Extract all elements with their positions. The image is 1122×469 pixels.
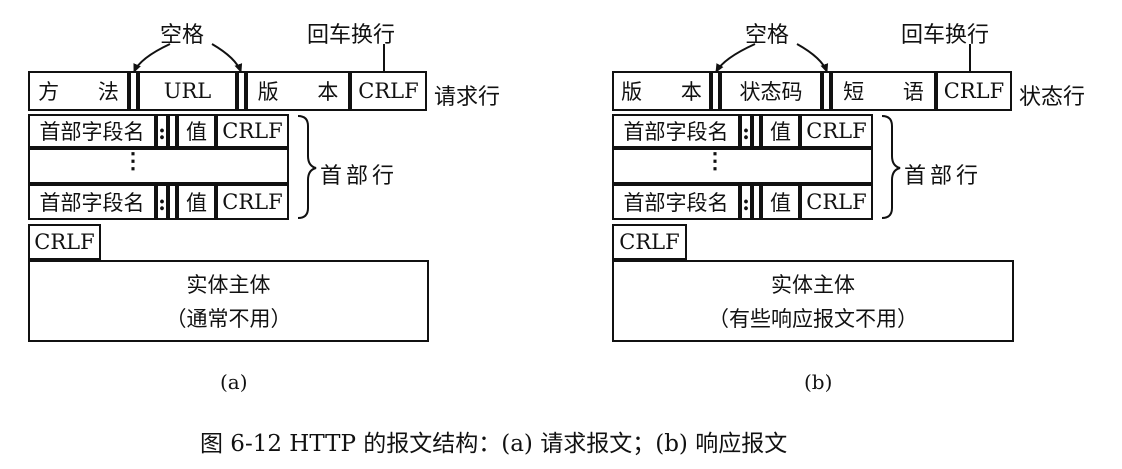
request-header-brace [297, 115, 317, 219]
response-header-crlf-1-text: CRLF [806, 119, 867, 143]
response-header-colon-n-text: : [742, 189, 750, 215]
response-blank-crlf: CRLF [612, 224, 687, 260]
request-field-method: 方 法 [28, 71, 129, 111]
request-space-label: 空格 [160, 23, 205, 48]
response-header-label: 首部行 [904, 164, 983, 189]
response-field-version: 版 本 [612, 71, 711, 111]
response-header-colon-n: : [740, 184, 752, 220]
response-header-name-n: 首部字段名 [612, 184, 740, 220]
request-header-ellipsis: ⋮ [122, 148, 144, 174]
response-field-crlf: CRLF [936, 71, 1012, 111]
response-header-ellipsis: ⋮ [704, 148, 726, 174]
request-header-name-1-text: 首部字段名 [39, 120, 145, 144]
response-sub-caption: (b) [804, 370, 833, 394]
request-header-colon-1-text: : [158, 118, 166, 144]
request-crlf-top-label: 回车换行 [307, 23, 396, 48]
request-header-ellipsis-row [28, 148, 289, 184]
request-sub-caption: (a) [220, 370, 248, 394]
request-header-label: 首部行 [320, 164, 399, 189]
request-body-line1: 实体主体 [186, 273, 271, 297]
response-space-arrow-right [796, 43, 829, 73]
request-header-space-1 [168, 114, 177, 148]
response-field-crlf-text: CRLF [943, 79, 1005, 103]
response-header-value-n-text: 值 [770, 191, 791, 215]
request-blank-crlf: CRLF [28, 224, 101, 260]
request-blank-crlf-text: CRLF [34, 230, 95, 254]
request-body-line2: （通常不用） [165, 307, 292, 331]
request-space-arrow-left [133, 43, 171, 73]
request-header-colon-n-text: : [158, 189, 166, 215]
request-header-name-1: 首部字段名 [28, 114, 156, 148]
response-body-line1: 实体主体 [771, 273, 855, 297]
request-header-colon-n: : [156, 184, 168, 220]
response-header-space-n [752, 184, 761, 220]
response-space-arrow-left [715, 43, 756, 73]
response-space-label: 空格 [745, 23, 790, 48]
request-header-name-n: 首部字段名 [28, 184, 156, 220]
request-header-value-1-text: 值 [186, 120, 207, 144]
request-header-colon-1: : [156, 114, 168, 148]
response-header-colon-1-text: : [742, 118, 750, 144]
request-field-url: URL [138, 71, 237, 111]
request-header-crlf-1: CRLF [216, 114, 289, 148]
request-header-space-n [168, 184, 177, 220]
response-header-name-1: 首部字段名 [612, 114, 740, 148]
response-blank-crlf-text: CRLF [619, 230, 680, 254]
response-line-label: 状态行 [1019, 85, 1086, 110]
request-header-value-n: 值 [177, 184, 216, 220]
request-field-url-text: URL [163, 79, 212, 103]
request-field-method-text: 方 法 [38, 80, 135, 104]
response-header-crlf-1: CRLF [800, 114, 873, 148]
request-header-value-1: 值 [177, 114, 216, 148]
response-body-line2: （有些响应报文不用） [708, 307, 918, 331]
response-space-separator-1 [711, 71, 720, 111]
response-header-colon-1: : [740, 114, 752, 148]
response-header-crlf-n: CRLF [800, 184, 873, 220]
request-line-label: 请求行 [434, 85, 501, 110]
response-header-value-1: 值 [761, 114, 800, 148]
request-header-name-n-text: 首部字段名 [39, 191, 145, 215]
response-header-value-1-text: 值 [770, 120, 791, 144]
request-header-crlf-1-text: CRLF [222, 119, 283, 143]
request-field-version-text: 版 本 [257, 80, 355, 104]
response-field-status-code-text: 状态码 [739, 80, 803, 104]
request-space-arrow-right [211, 43, 243, 73]
request-entity-body: 实体主体 （通常不用） [28, 260, 429, 342]
request-header-value-n-text: 值 [186, 191, 207, 215]
response-entity-body: 实体主体 （有些响应报文不用） [612, 260, 1014, 342]
response-field-phrase-text: 短 语 [843, 80, 940, 104]
request-field-crlf-text: CRLF [358, 79, 419, 103]
response-header-ellipsis-row [612, 148, 873, 184]
request-field-version: 版 本 [246, 71, 350, 111]
response-crlf-top-label: 回车换行 [901, 23, 990, 48]
request-header-crlf-n-text: CRLF [222, 190, 283, 214]
response-field-status-code: 状态码 [720, 71, 822, 111]
response-header-name-n-text: 首部字段名 [623, 191, 729, 215]
response-header-crlf-n-text: CRLF [806, 190, 867, 214]
response-field-phrase: 短 语 [831, 71, 936, 111]
response-header-brace [881, 115, 901, 219]
response-header-value-n: 值 [761, 184, 800, 220]
request-field-crlf: CRLF [350, 71, 427, 111]
response-header-space-1 [752, 114, 761, 148]
request-header-crlf-n: CRLF [216, 184, 289, 220]
figure-caption: 图 6-12 HTTP 的报文结构：(a) 请求报文；(b) 响应报文 [200, 431, 788, 457]
response-header-name-1-text: 首部字段名 [623, 120, 729, 144]
response-field-version-text: 版 本 [621, 80, 718, 104]
